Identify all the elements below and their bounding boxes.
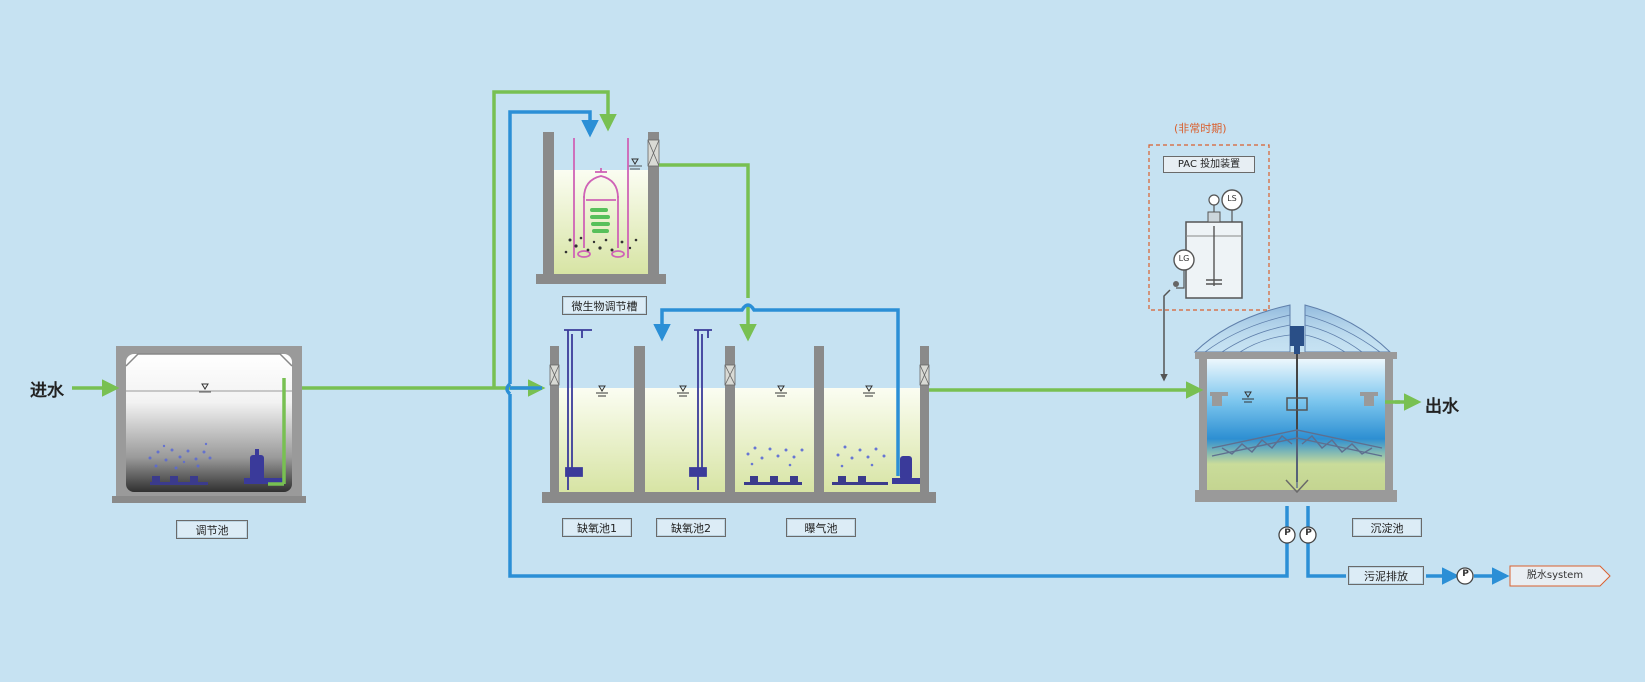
mixer-icon bbox=[564, 329, 712, 490]
equalization-tank-label: 调节池 bbox=[176, 520, 248, 539]
submersible-pump-icon bbox=[892, 456, 920, 484]
mixer-icon bbox=[1286, 326, 1308, 482]
inlet-label: 进水 bbox=[30, 381, 64, 401]
microbe-tank-label: 微生物调节槽 bbox=[562, 296, 647, 315]
level-gauge-label: LG bbox=[1178, 254, 1190, 263]
pac-device-label: PAC 投加装置 bbox=[1163, 156, 1255, 173]
pump-label-1: P bbox=[1284, 528, 1291, 538]
level-switch-label: LS bbox=[1227, 194, 1237, 203]
equalization-tank bbox=[112, 346, 306, 503]
pump-label-2: P bbox=[1305, 528, 1312, 538]
submersible-pump-icon bbox=[244, 449, 284, 484]
anoxic-tank-2-label: 缺氧池2 bbox=[656, 518, 726, 537]
aeration-diffuser-icon bbox=[150, 476, 208, 485]
pac-note-label: (非常时期) bbox=[1174, 122, 1227, 135]
microbe-regulation-tank bbox=[536, 132, 666, 284]
outlet-label: 出水 bbox=[1425, 397, 1459, 417]
pump-p-icon bbox=[1278, 526, 1474, 585]
sludge-discharge-label: 污泥排放 bbox=[1348, 566, 1424, 585]
anoxic-tank-1-label: 缺氧池1 bbox=[562, 518, 632, 537]
pac-dosing-device bbox=[1148, 144, 1270, 382]
biological-tanks bbox=[542, 329, 936, 503]
clarifier-label: 沉淀池 bbox=[1352, 518, 1422, 537]
dewatering-system-tag-shape bbox=[1509, 565, 1611, 587]
water-level-icon bbox=[201, 383, 209, 390]
dewatering-system-label: 脱水system bbox=[1526, 570, 1584, 581]
aeration-tank-label: 曝气池 bbox=[786, 518, 856, 537]
water-flow-lines bbox=[72, 90, 1422, 486]
clarifier bbox=[1193, 304, 1397, 502]
pump-label-3: P bbox=[1462, 569, 1469, 579]
